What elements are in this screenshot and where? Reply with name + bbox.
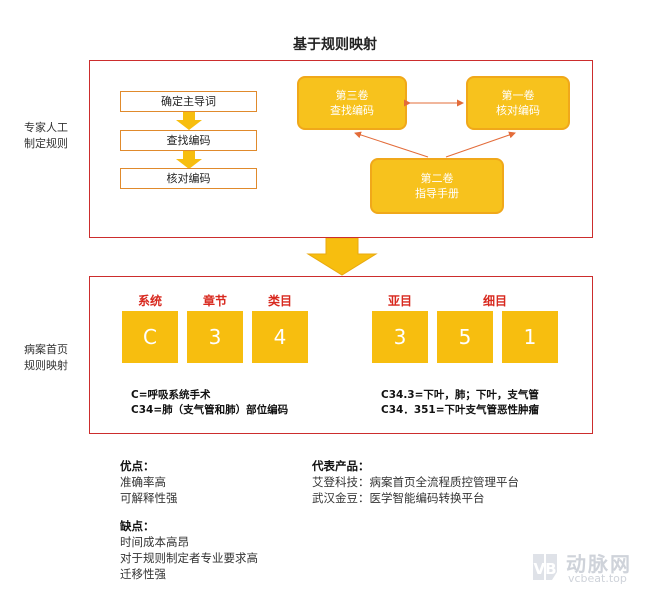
cons-item-1: 时间成本高昂 [120, 535, 189, 549]
diagram-title: 基于规则映射 [293, 37, 377, 53]
watermark: VB 动脉网 vcbeat.top [530, 548, 664, 588]
right-desc-line2: C34．351=下叶支气管恶性肿瘤 [381, 404, 540, 416]
arrow-vol2-vol1 [445, 131, 516, 158]
products-title: 代表产品： [312, 459, 370, 473]
pros-item-2: 可解释性强 [120, 491, 178, 505]
volume-3-line2: 查找编码 [330, 104, 374, 117]
product-item-1: 艾登科技：病案首页全流程质控管理平台 [312, 475, 519, 489]
header-subcategory: 亚目 [387, 294, 412, 308]
watermark-brand: 动脉网 [566, 552, 632, 576]
right-description: C34.3=下叶，肺；下叶，支气管 C34．351=下叶支气管恶性肿瘤 [381, 388, 539, 418]
pros-block: 优点： 准确率高 可解释性强 [120, 458, 178, 506]
code-cell-detail-2: 1 [502, 311, 558, 363]
step-box-find-code: 查找编码 [120, 130, 257, 151]
left-desc-line1: C=呼吸系统手术 [131, 389, 211, 401]
svg-text:VB: VB [533, 560, 556, 578]
left-desc-line2: C34=肺（支气管和肺）部位编码 [131, 404, 289, 416]
pros-title: 优点： [120, 459, 155, 473]
volume-3-line1: 第三卷 [335, 89, 369, 102]
bottom-frame [89, 276, 593, 434]
volume-2-line2: 指导手册 [415, 187, 459, 200]
right-desc-line1: C34.3=下叶，肺；下叶，支气管 [381, 389, 539, 401]
code-cell-category: 4 [252, 311, 308, 363]
header-chapter: 章节 [202, 294, 227, 308]
top-side-label: 专家人工 制定规则 [8, 120, 84, 152]
header-system: 系统 [137, 294, 162, 308]
top-side-label-line1: 专家人工 [24, 121, 68, 134]
bottom-side-label-line1: 病案首页 [24, 343, 68, 356]
step-arrow-1 [176, 112, 202, 130]
volume-1-box: 第一卷 核对编码 [466, 76, 570, 130]
bottom-side-label: 病案首页 规则映射 [8, 342, 84, 374]
volume-1-line2: 核对编码 [496, 104, 540, 117]
watermark-domain: vcbeat.top [568, 572, 627, 585]
watermark-logo-icon: VB [533, 554, 557, 580]
code-cell-subcategory: 3 [372, 311, 428, 363]
top-side-label-line2: 制定规则 [24, 137, 68, 150]
left-description: C=呼吸系统手术 C34=肺（支气管和肺）部位编码 [131, 388, 288, 418]
cons-item-2: 对于规则制定者专业要求高 [120, 551, 258, 565]
volume-2-box: 第二卷 指导手册 [370, 158, 504, 214]
bottom-side-label-line2: 规则映射 [24, 359, 68, 372]
step-arrow-2 [176, 151, 202, 169]
header-category: 类目 [267, 294, 292, 308]
cons-block: 缺点： 时间成本高昂 对于规则制定者专业要求高 迁移性强 [120, 518, 258, 582]
code-cell-detail-1: 5 [437, 311, 493, 363]
pros-item-1: 准确率高 [120, 475, 166, 489]
header-detail: 细目 [482, 294, 507, 308]
arrow-vol2-vol3 [354, 131, 429, 158]
big-down-arrow [306, 238, 378, 276]
step-box-verify-code: 核对编码 [120, 168, 257, 189]
product-item-2: 武汉金豆：医学智能编码转换平台 [312, 491, 485, 505]
volume-1-line1: 第一卷 [501, 89, 535, 102]
cons-item-3: 迁移性强 [120, 567, 166, 581]
step-box-main-term: 确定主导词 [120, 91, 257, 112]
products-block: 代表产品： 艾登科技：病案首页全流程质控管理平台 武汉金豆：医学智能编码转换平台 [312, 458, 519, 506]
volume-2-line1: 第二卷 [420, 172, 454, 185]
code-cell-system: C [122, 311, 178, 363]
code-cell-chapter: 3 [187, 311, 243, 363]
cons-title: 缺点： [120, 519, 155, 533]
